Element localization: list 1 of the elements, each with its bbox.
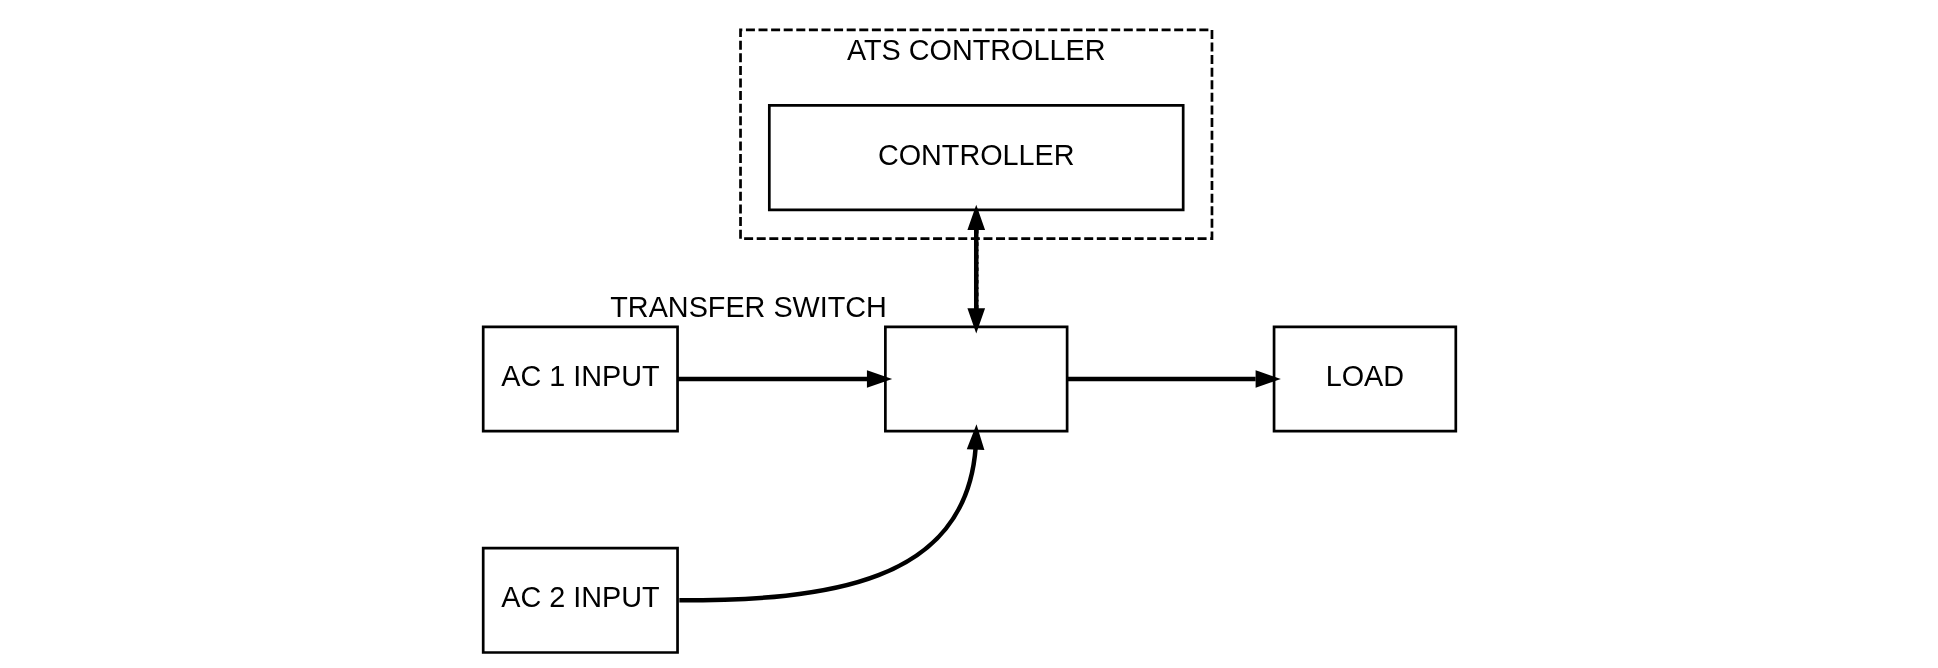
node-label: TRANSFER SWITCH (609, 291, 887, 324)
